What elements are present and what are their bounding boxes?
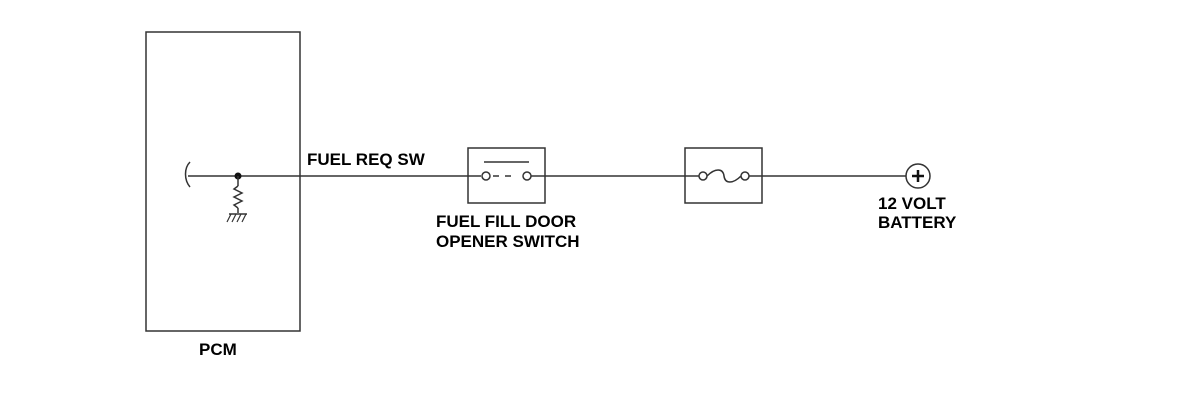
pcm-box <box>145 31 301 332</box>
battery-label-line-2: BATTERY <box>878 213 957 232</box>
switch-label-line-1: FUEL FILL DOOR <box>436 212 577 231</box>
pcm-connector-icon <box>184 161 191 188</box>
battery-label: 12 VOLT BATTERY <box>878 194 956 232</box>
switch-label: FUEL FILL DOOR OPENER SWITCH <box>436 212 580 252</box>
wire-label: FUEL REQ SW <box>307 150 425 169</box>
door-opener-switch <box>467 147 546 204</box>
fuse-icon <box>684 147 763 204</box>
ground-icon <box>226 213 247 223</box>
switch-label-line-2: OPENER SWITCH <box>436 232 580 251</box>
resistor-icon <box>232 176 244 213</box>
battery-terminal-icon <box>905 163 931 189</box>
pcm-label: PCM <box>199 340 237 359</box>
battery-label-line-1: 12 VOLT <box>878 194 946 213</box>
